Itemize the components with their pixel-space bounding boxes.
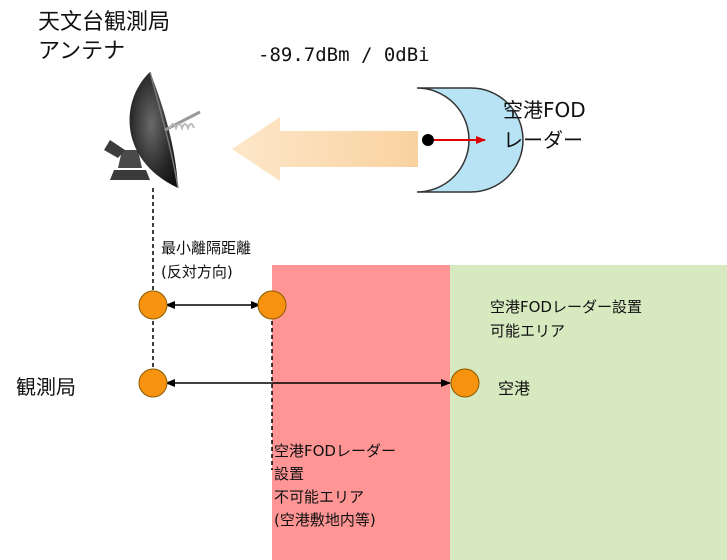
prohibited-zone <box>272 265 450 560</box>
radar-label-line1: 空港FOD <box>503 98 586 122</box>
wide-left-arrow-icon <box>232 117 418 181</box>
antenna-label: 天文台観測局 アンテナ <box>38 8 170 66</box>
observatory-marker <box>138 368 168 398</box>
min-distance-label-line1: 最小離隔距離 <box>161 239 252 257</box>
allowed-zone-label: 空港FODレーダー設置 可能エリア <box>490 295 642 343</box>
received-power-label: -89.7dBm / 0dBi <box>258 44 430 66</box>
min-distance-label-line2: (反対方向) <box>161 263 233 281</box>
prohibited-zone-label-line2: 設置 <box>274 465 305 483</box>
radar-sector-icon <box>416 87 524 193</box>
antenna-label-line2: アンテナ <box>38 39 126 64</box>
parabolic-dish-icon <box>104 71 201 189</box>
min-distance-label: 最小離隔距離 (反対方向) <box>161 236 251 284</box>
prohibited-zone-label: 空港FODレーダー 設置 不可能エリア (空港敷地内等) <box>274 440 396 532</box>
prohibited-zone-label-line3: 不可能エリア <box>274 488 365 506</box>
allowed-zone-label-line1: 空港FODレーダー設置 <box>490 298 642 316</box>
allowed-zone-label-line2: 可能エリア <box>490 322 566 340</box>
radar-label-line2: レーダー <box>503 128 583 152</box>
min-distance-end-marker <box>257 290 287 320</box>
min-distance-start-marker <box>138 290 168 320</box>
allowed-zone <box>450 265 727 560</box>
airport-marker <box>450 368 480 398</box>
antenna-label-line1: 天文台観測局 <box>38 10 171 35</box>
prohibited-zone-label-line1: 空港FODレーダー <box>274 442 396 460</box>
airport-label: 空港 <box>498 379 531 398</box>
radar-label: 空港FOD レーダー <box>503 95 586 155</box>
prohibited-zone-label-line4: (空港敷地内等) <box>274 511 376 529</box>
observatory-label: 観測局 <box>16 375 76 399</box>
